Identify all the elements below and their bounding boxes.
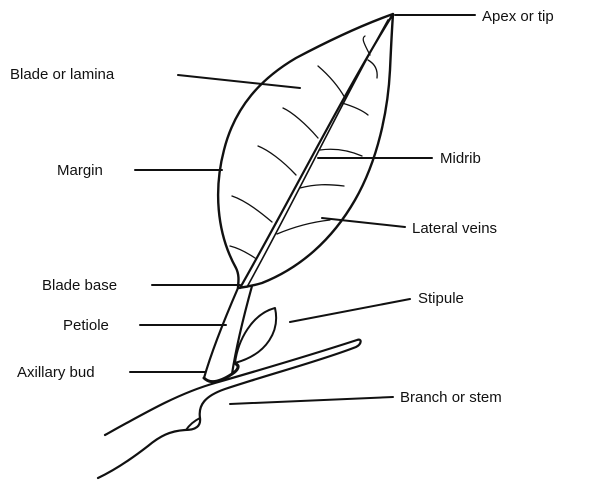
branch-leader-line [230, 397, 393, 404]
apex-label: Apex or tip [482, 8, 554, 25]
blade-base-label: Blade base [42, 277, 117, 294]
lateral-veins-drawing [230, 36, 377, 258]
lateral-veins-leader-line [322, 218, 405, 227]
branch-label: Branch or stem [400, 389, 502, 406]
stipule-label: Stipule [418, 290, 464, 307]
stipule-drawing [235, 308, 276, 363]
stipule-leader-line [290, 299, 410, 322]
midrib-label: Midrib [440, 150, 481, 167]
margin-label: Margin [57, 162, 103, 179]
blade-label: Blade or lamina [10, 66, 115, 83]
petiole-label: Petiole [63, 317, 109, 334]
lateral-veins-label: Lateral veins [412, 220, 497, 237]
axillary-bud-label: Axillary bud [17, 364, 95, 381]
leader-lines [130, 15, 475, 404]
branch-stem-drawing [98, 340, 361, 478]
blade-drawing [218, 14, 393, 288]
blade-leader-line [178, 75, 300, 88]
